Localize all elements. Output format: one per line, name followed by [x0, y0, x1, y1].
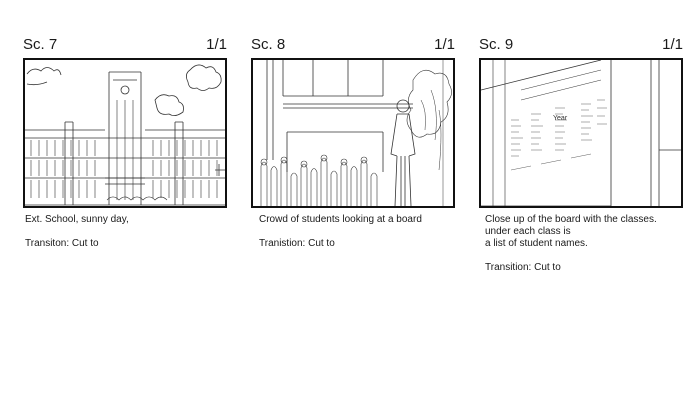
- scene-description: Close up of the board with the classes. …: [481, 214, 691, 274]
- description-line: Ext. School, sunny day,: [25, 214, 129, 225]
- sketch-frame: [23, 58, 227, 208]
- page-count: 1/1: [662, 36, 683, 53]
- description-line: Crowd of students looking at a board: [259, 214, 422, 225]
- description-line: under each class is: [485, 226, 571, 237]
- transition-text: Transiton: Cut to: [25, 238, 99, 249]
- school-exterior-sketch: [25, 64, 225, 206]
- panel-header: Sc. 7 1/1: [23, 36, 227, 56]
- sketch-frame: [251, 58, 455, 208]
- page-count: 1/1: [434, 36, 455, 53]
- storyboard-panel-1: Sc. 7 1/1: [23, 0, 227, 416]
- student-crowd-sketch: [260, 60, 452, 206]
- sketch-frame: Year: [479, 58, 683, 208]
- page-count: 1/1: [206, 36, 227, 53]
- scene-number: Sc. 7: [23, 36, 58, 53]
- storyboard-panel-2: Sc. 8 1/1 Crowd of s: [251, 0, 455, 416]
- notice-board-sketch: Year: [481, 60, 681, 206]
- scene-description: Crowd of students looking at a board Tra…: [253, 214, 463, 250]
- transition-text: Transition: Cut to: [485, 262, 561, 273]
- scene-number: Sc. 9: [479, 36, 514, 53]
- scene-number: Sc. 8: [251, 36, 286, 53]
- panel-header: Sc. 8 1/1: [251, 36, 455, 56]
- description-line: a list of student names.: [485, 238, 588, 249]
- transition-text: Tranistion: Cut to: [259, 238, 335, 249]
- description-line: Close up of the board with the classes.: [485, 214, 657, 225]
- panel-header: Sc. 9 1/1: [479, 36, 683, 56]
- scene-description: Ext. School, sunny day, Transiton: Cut t…: [25, 214, 235, 250]
- board-sign-text: Year: [553, 115, 568, 122]
- storyboard-panel-3: Sc. 9 1/1 Year Close up of the board wit…: [479, 0, 683, 416]
